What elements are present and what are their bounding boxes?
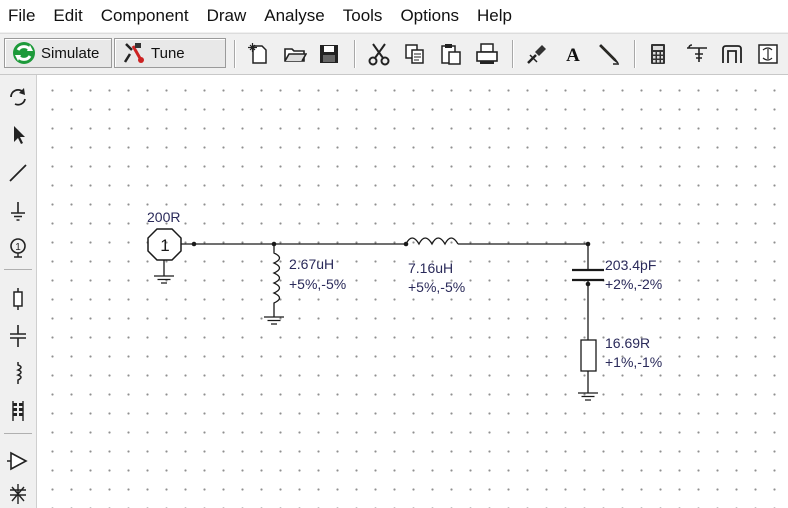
- cut-icon[interactable]: [366, 41, 392, 67]
- paste-icon[interactable]: [438, 41, 464, 67]
- simulate-label: Simulate: [41, 44, 100, 62]
- coupled-lines-icon[interactable]: [719, 41, 745, 67]
- pencil-icon[interactable]: [596, 41, 622, 67]
- tune-icon: [123, 43, 144, 63]
- toolbar-separator: [512, 40, 514, 68]
- open-icon[interactable]: [282, 41, 308, 67]
- menu-tools[interactable]: Tools: [342, 6, 383, 25]
- menu-component[interactable]: Component: [100, 6, 189, 25]
- menu-analyse[interactable]: Analyse: [264, 6, 325, 25]
- probe-icon[interactable]: [524, 41, 550, 67]
- text-icon[interactable]: A: [560, 41, 586, 67]
- multiport-icon[interactable]: [4, 480, 32, 508]
- tune-label: Tune: [151, 44, 185, 62]
- component-palette: 1: [0, 75, 37, 508]
- ground-icon[interactable]: [4, 197, 32, 225]
- new-icon[interactable]: [246, 41, 272, 67]
- svg-text:1: 1: [15, 242, 21, 253]
- simulate-button[interactable]: Simulate: [4, 38, 112, 68]
- save-icon[interactable]: [316, 41, 342, 67]
- transmission-line-icon[interactable]: [684, 41, 710, 67]
- resistor-icon[interactable]: [4, 285, 32, 313]
- menu-options[interactable]: Options: [400, 6, 460, 25]
- schematic-canvas[interactable]: [37, 75, 788, 508]
- toolbar-separator: [634, 40, 636, 68]
- toolbar-separator: [354, 40, 356, 68]
- smith-chart-icon[interactable]: [755, 41, 781, 67]
- palette-separator: [4, 269, 32, 270]
- menu-bar: File Edit Component Draw Analyse Tools O…: [0, 0, 788, 32]
- svg-text:A: A: [566, 45, 580, 66]
- calculator-icon[interactable]: [645, 41, 671, 67]
- wire-icon[interactable]: [4, 159, 32, 187]
- tune-button[interactable]: Tune: [114, 38, 226, 68]
- port-icon[interactable]: 1: [4, 234, 32, 262]
- simulate-icon: [13, 42, 35, 64]
- capacitor-icon[interactable]: [4, 322, 32, 350]
- transformer-icon[interactable]: [4, 397, 32, 425]
- inductor-icon[interactable]: [4, 359, 32, 387]
- select-arrow-icon[interactable]: [4, 121, 32, 149]
- rotate-icon[interactable]: [4, 83, 32, 111]
- menu-file[interactable]: File: [8, 6, 36, 25]
- print-icon[interactable]: [474, 41, 500, 67]
- toolbar-separator: [234, 40, 236, 68]
- copy-icon[interactable]: [402, 41, 428, 67]
- menu-help[interactable]: Help: [477, 6, 512, 25]
- toolbar: Simulate Tune A: [0, 33, 788, 75]
- menu-draw[interactable]: Draw: [206, 6, 247, 25]
- menu-edit[interactable]: Edit: [53, 6, 83, 25]
- palette-separator: [4, 433, 32, 434]
- amplifier-icon[interactable]: [4, 447, 32, 475]
